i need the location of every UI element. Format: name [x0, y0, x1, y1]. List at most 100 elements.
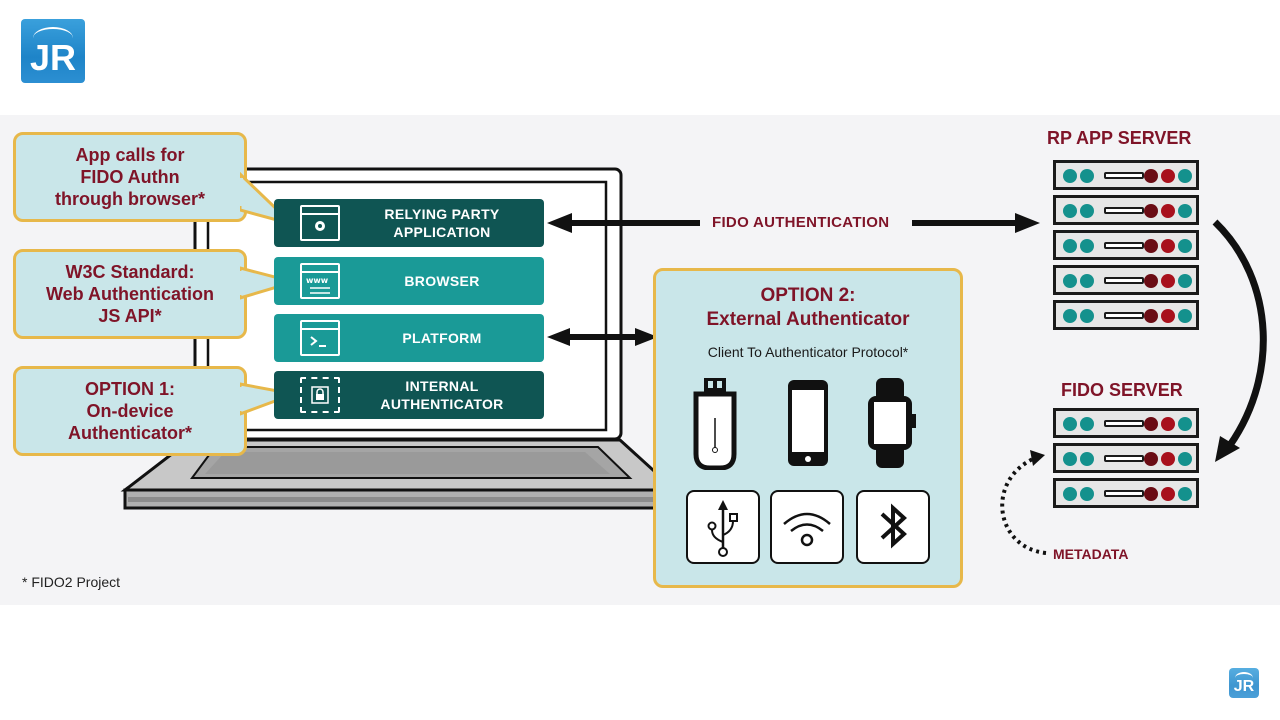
status-light: [1080, 169, 1094, 183]
callout-line: Web Authentication: [46, 284, 214, 304]
server-unit: [1053, 230, 1199, 260]
status-light: [1144, 309, 1158, 323]
status-light: [1144, 452, 1158, 466]
status-light: [1144, 239, 1158, 253]
callout-line: through browser*: [54, 189, 205, 209]
fido-authentication-arrow: [547, 213, 1040, 233]
callout-line: JS API*: [98, 306, 162, 326]
callout-line: FIDO Authn: [80, 167, 180, 187]
server-unit: [1053, 265, 1199, 295]
jr-logo: JR: [21, 19, 85, 83]
gear-window-icon: [300, 205, 340, 241]
status-light: [1144, 204, 1158, 218]
server-flow-arrow: [1212, 219, 1267, 462]
drive-slot: [1104, 490, 1144, 497]
status-light: [1063, 239, 1077, 253]
layer-label: APPLICATION: [393, 224, 491, 240]
status-light: [1178, 169, 1192, 183]
layer-label: AUTHENTICATOR: [380, 396, 504, 412]
server-unit: [1053, 443, 1199, 473]
wifi-icon: [770, 490, 844, 564]
status-light: [1178, 417, 1192, 431]
drive-slot: [1104, 312, 1144, 319]
option2-title: External Authenticator: [706, 309, 910, 330]
callout-line: W3C Standard:: [65, 262, 195, 282]
terminal-window-icon: [300, 320, 340, 356]
status-light: [1080, 239, 1094, 253]
logo-arc: [33, 27, 73, 49]
server-unit: [1053, 195, 1199, 225]
status-light: [1161, 309, 1175, 323]
drive-slot: [1104, 207, 1144, 214]
drive-slot: [1104, 277, 1144, 284]
layer-browser: www BROWSER: [274, 257, 544, 305]
option2-title: OPTION 2:: [760, 285, 856, 306]
callout-line: Authenticator*: [67, 423, 192, 443]
layer-label: PLATFORM: [402, 330, 482, 346]
callout-line: App calls for: [75, 145, 185, 165]
drive-slot: [1104, 172, 1144, 179]
metadata-label: METADATA: [1053, 546, 1129, 562]
status-light: [1080, 274, 1094, 288]
layer-internal-authenticator: INTERNAL AUTHENTICATOR: [274, 371, 544, 419]
status-light: [1063, 417, 1077, 431]
metadata-arrow: [1000, 450, 1047, 555]
svg-text:www: www: [306, 276, 329, 285]
status-light: [1080, 487, 1094, 501]
www-window-icon: www: [300, 263, 340, 299]
layer-label: BROWSER: [404, 273, 480, 289]
callout-line: On-device: [86, 401, 174, 421]
drive-slot: [1104, 455, 1144, 462]
status-light: [1161, 169, 1175, 183]
rp-app-server-title: RP APP SERVER: [1047, 128, 1192, 148]
server-unit: [1053, 408, 1199, 438]
smartphone-icon: [788, 380, 828, 466]
status-light: [1161, 487, 1175, 501]
status-light: [1144, 274, 1158, 288]
status-light: [1178, 204, 1192, 218]
logo-arc: [1235, 672, 1253, 684]
jr-watermark-logo: JR: [1229, 668, 1259, 698]
layer-label: INTERNAL: [405, 378, 479, 394]
fido-authentication-label: FIDO AUTHENTICATION: [712, 214, 890, 231]
status-light: [1178, 274, 1192, 288]
server-unit: [1053, 160, 1199, 190]
status-light: [1063, 169, 1077, 183]
chip-lock-icon: [300, 377, 340, 413]
status-light: [1178, 309, 1192, 323]
status-light: [1063, 204, 1077, 218]
external-devices: [693, 378, 916, 470]
status-light: [1161, 274, 1175, 288]
status-light: [1063, 274, 1077, 288]
server-unit: [1053, 300, 1199, 330]
callout-pointer: [240, 266, 300, 300]
platform-arrow: [547, 328, 658, 346]
layer-platform: PLATFORM: [274, 314, 544, 362]
status-light: [1144, 169, 1158, 183]
drive-slot: [1104, 420, 1144, 427]
drive-slot: [1104, 242, 1144, 249]
status-light: [1178, 239, 1192, 253]
status-light: [1161, 452, 1175, 466]
server-unit: [1053, 478, 1199, 508]
status-light: [1161, 239, 1175, 253]
fido-server-title: FIDO SERVER: [1061, 380, 1183, 400]
status-light: [1144, 487, 1158, 501]
callout-line: OPTION 1:: [84, 379, 175, 399]
status-light: [1080, 309, 1094, 323]
usb-key-icon: [693, 378, 737, 470]
option2-subtitle: Client To Authenticator Protocol*: [707, 344, 909, 360]
usb-icon: [686, 490, 760, 564]
status-light: [1063, 452, 1077, 466]
status-light: [1178, 487, 1192, 501]
status-light: [1063, 309, 1077, 323]
status-light: [1178, 452, 1192, 466]
status-light: [1161, 417, 1175, 431]
footnote: * FIDO2 Project: [22, 574, 121, 590]
status-light: [1080, 417, 1094, 431]
